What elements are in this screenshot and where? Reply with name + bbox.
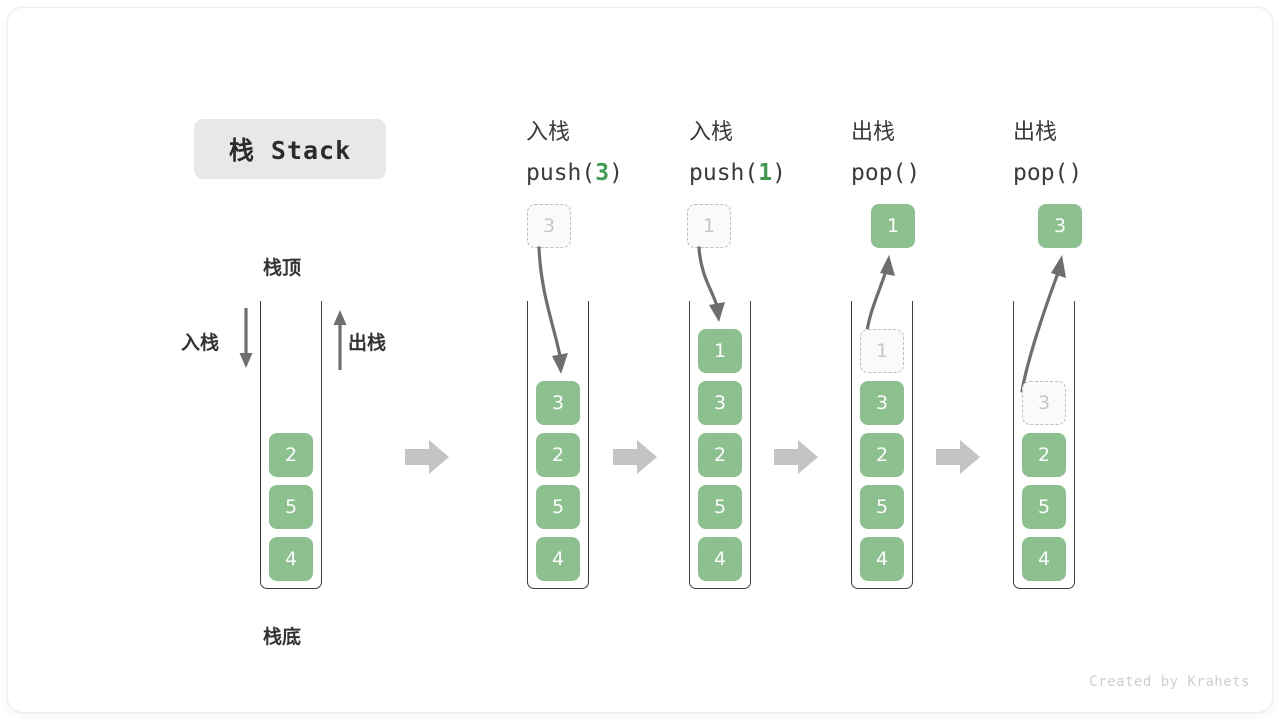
stack-cell-value: 2	[875, 444, 889, 466]
code-arg: 1	[758, 160, 773, 186]
stage-header-cn: 出栈	[851, 120, 896, 145]
title-badge-label: 栈 Stack	[228, 136, 352, 165]
stack-cell: 2	[536, 433, 580, 477]
stack-cell: 5	[698, 485, 742, 529]
stack-cell-value: 5	[551, 496, 565, 518]
stack-cell: 5	[860, 485, 904, 529]
stack-cell: 3	[698, 381, 742, 425]
flow-arrow-icon	[774, 440, 818, 474]
stage-header-code: push(1)	[689, 153, 786, 193]
pending-push-cell: 3	[527, 204, 571, 248]
stack-cell: 4	[1022, 537, 1066, 581]
stack-cell-value: 2	[1037, 444, 1051, 466]
push-motion-arrow-icon	[696, 246, 732, 330]
popped-cell-value: 1	[886, 215, 900, 237]
pending-push-cell: 1	[687, 204, 731, 248]
push-direction-label: 入栈	[181, 328, 219, 355]
stack-cell-value: 5	[875, 496, 889, 518]
code-pre: pop(	[1013, 160, 1069, 186]
stage-header-pop-1: 出栈 pop()	[851, 113, 920, 193]
stage-header-code: pop()	[851, 153, 920, 193]
stack-cell: 5	[1022, 485, 1066, 529]
stack-bottom-label-text: 栈底	[263, 626, 302, 648]
stack-cell-value: 4	[551, 548, 565, 570]
stack-cell-value: 1	[875, 340, 889, 362]
pending-push-cell-value: 3	[542, 215, 556, 237]
flow-arrow-icon	[613, 440, 657, 474]
stack-cell-value: 5	[713, 496, 727, 518]
stack-frame-push-3	[527, 301, 589, 589]
stack-cell: 4	[536, 537, 580, 581]
stage-header-push-1: 入栈 push(1)	[689, 113, 786, 193]
footer-credit: Created by Krahets	[1089, 674, 1250, 690]
stack-cell: 5	[536, 485, 580, 529]
stack-cell: 1	[860, 329, 904, 373]
stack-cell-value: 4	[1037, 548, 1051, 570]
push-direction-arrow-down-icon	[236, 308, 256, 370]
stack-cell-value: 3	[551, 392, 565, 414]
stack-cell-value: 2	[551, 444, 565, 466]
stage-header-cn: 入栈	[526, 120, 571, 145]
push-direction-label-text: 入栈	[181, 332, 220, 354]
code-pre: pop(	[851, 160, 907, 186]
stack-cell: 4	[860, 537, 904, 581]
stack-cell-value: 4	[713, 548, 727, 570]
diagram-card: 栈 Stack 栈顶 入栈 出栈 2 5 4 栈底	[8, 8, 1272, 712]
stack-cell-value: 4	[875, 548, 889, 570]
pop-direction-arrow-up-icon	[330, 308, 350, 370]
stack-cell: 3	[860, 381, 904, 425]
pop-motion-arrow-icon	[1016, 253, 1068, 393]
popped-cell: 1	[871, 204, 915, 248]
code-pre: push(	[526, 160, 596, 186]
flow-arrow-icon	[405, 440, 449, 474]
title-badge: 栈 Stack	[194, 119, 386, 179]
pending-push-cell-value: 1	[702, 215, 716, 237]
stack-frame-pop-3	[1013, 301, 1075, 589]
stack-cell-value: 3	[713, 392, 727, 414]
stack-cell-value: 3	[1037, 392, 1051, 414]
stage-header-code: pop()	[1013, 153, 1082, 193]
stack-cell-value: 1	[713, 340, 727, 362]
stack-cell-value: 5	[284, 496, 298, 518]
stack-cell: 3	[1022, 381, 1066, 425]
stack-cell-value: 2	[713, 444, 727, 466]
stack-cell-value: 5	[1037, 496, 1051, 518]
stack-cell: 2	[1022, 433, 1066, 477]
code-post: )	[609, 160, 623, 186]
pop-direction-label: 出栈	[348, 328, 386, 355]
code-arg: 3	[595, 160, 610, 186]
code-post: )	[772, 160, 786, 186]
code-post: )	[1068, 160, 1083, 186]
stage-header-pop-3: 出栈 pop()	[1013, 113, 1082, 193]
stage-header-cn: 入栈	[689, 120, 734, 145]
stack-cell: 2	[698, 433, 742, 477]
popped-cell: 3	[1038, 204, 1082, 248]
stack-cell: 1	[698, 329, 742, 373]
stack-cell: 5	[269, 485, 313, 529]
stack-cell-value: 3	[875, 392, 889, 414]
stack-bottom-label: 栈底	[263, 622, 301, 649]
stage-header-cn: 出栈	[1013, 120, 1058, 145]
stack-frame-push-1	[689, 301, 751, 589]
pop-direction-label-text: 出栈	[348, 332, 387, 354]
stack-cell: 2	[860, 433, 904, 477]
popped-cell-value: 3	[1053, 215, 1067, 237]
stack-cell: 2	[269, 433, 313, 477]
stage-header-push-3: 入栈 push(3)	[526, 113, 623, 193]
footer-credit-text: Created by Krahets	[1089, 674, 1250, 690]
push-motion-arrow-icon	[536, 246, 580, 382]
stack-top-label-text: 栈顶	[263, 257, 302, 279]
stack-cell-value: 2	[284, 444, 298, 466]
code-post: )	[906, 160, 921, 186]
stack-cell-value: 4	[284, 548, 298, 570]
code-pre: push(	[689, 160, 759, 186]
stage-header-code: push(3)	[526, 153, 623, 193]
stack-frame-pop-1	[851, 301, 913, 589]
stack-frame-initial	[260, 301, 322, 589]
stack-top-label: 栈顶	[263, 253, 301, 280]
stack-cell: 4	[698, 537, 742, 581]
stack-cell: 4	[269, 537, 313, 581]
stack-cell: 3	[536, 381, 580, 425]
flow-arrow-icon	[936, 440, 980, 474]
